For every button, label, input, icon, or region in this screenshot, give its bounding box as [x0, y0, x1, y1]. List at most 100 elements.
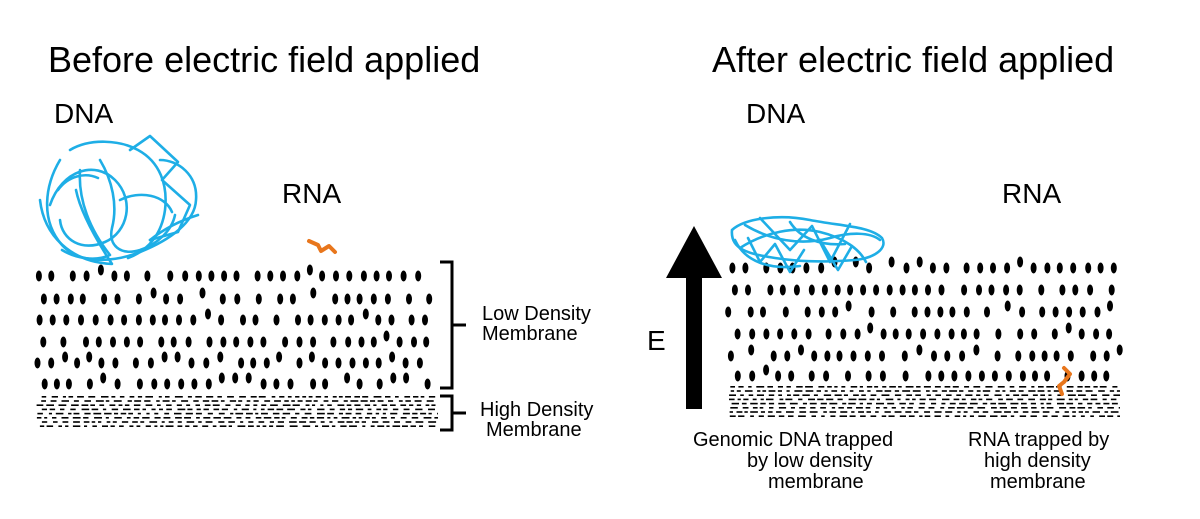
- membrane-fiber: [134, 408, 140, 411]
- membrane-fiber: [362, 425, 366, 427]
- membrane-pore: [994, 350, 1001, 362]
- membrane-fiber: [267, 408, 275, 411]
- membrane-pore: [232, 372, 239, 384]
- membrane-fiber: [752, 398, 757, 401]
- membrane-fiber: [60, 408, 65, 411]
- membrane-pore: [206, 336, 213, 348]
- membrane-fiber: [386, 425, 390, 427]
- membrane-fiber: [997, 386, 1005, 388]
- membrane-fiber: [942, 398, 950, 401]
- membrane-fiber: [928, 407, 935, 409]
- membrane-fiber: [813, 394, 818, 396]
- membrane-fiber: [299, 421, 307, 423]
- membrane-fiber: [405, 421, 412, 423]
- membrane-pore: [1065, 322, 1072, 334]
- membrane-fiber: [361, 421, 366, 423]
- membrane-fiber: [187, 396, 192, 398]
- membrane-fiber: [1000, 415, 1007, 417]
- membrane-fiber: [786, 390, 790, 392]
- membrane-fiber: [428, 425, 436, 427]
- membrane-fiber: [823, 394, 832, 396]
- membrane-fiber: [329, 421, 333, 423]
- membrane-fiber: [193, 400, 199, 402]
- membrane-pore: [903, 262, 910, 274]
- membrane-pore: [123, 270, 130, 282]
- membrane-fiber: [305, 400, 312, 402]
- membrane-fiber: [71, 404, 79, 406]
- membrane-fiber: [373, 404, 377, 406]
- membrane-fiber: [1118, 407, 1120, 409]
- membrane-pore: [423, 336, 430, 348]
- membrane-fiber: [217, 396, 222, 398]
- membrane-fiber: [337, 421, 345, 423]
- membrane-fiber: [245, 417, 251, 419]
- membrane-pore: [995, 328, 1002, 340]
- membrane-fiber: [1064, 411, 1069, 413]
- membrane-fiber: [154, 417, 161, 419]
- membrane-fiber: [420, 396, 425, 398]
- membrane-fiber: [352, 417, 357, 419]
- membrane-pore: [178, 378, 185, 390]
- membrane-fiber: [295, 396, 300, 398]
- membrane-pore: [1108, 284, 1115, 296]
- membrane-pore: [1004, 300, 1011, 312]
- membrane-pore: [779, 284, 786, 296]
- membrane-fiber: [366, 412, 373, 415]
- membrane-pore: [1066, 306, 1073, 318]
- membrane-fiber: [856, 407, 863, 409]
- membrane-fiber: [339, 408, 346, 411]
- membrane-fiber: [881, 394, 890, 396]
- membrane-fiber: [1076, 390, 1083, 392]
- membrane-fiber: [1017, 398, 1024, 401]
- membrane-pore: [346, 270, 353, 282]
- membrane-fiber: [954, 415, 961, 417]
- membrane-fiber: [1090, 415, 1094, 417]
- membrane-fiber: [250, 396, 257, 398]
- membrane-fiber: [1055, 411, 1060, 413]
- membrane-fiber: [778, 402, 786, 405]
- membrane-fiber: [946, 394, 952, 396]
- membrane-fiber: [405, 400, 411, 402]
- membrane-fiber: [1110, 411, 1119, 413]
- membrane-fiber: [236, 417, 242, 419]
- membrane-pore: [163, 293, 170, 305]
- membrane-pore: [973, 344, 980, 356]
- membrane-pore: [824, 350, 831, 362]
- membrane-pore: [34, 357, 41, 369]
- membrane-fiber: [112, 421, 117, 423]
- rna-caption-line3: membrane: [990, 471, 1086, 493]
- dna-caption-line2: by low density: [747, 450, 873, 472]
- membrane-fiber: [382, 421, 390, 423]
- membrane-fiber: [350, 400, 359, 402]
- membrane-pore: [729, 262, 736, 274]
- membrane-fiber: [315, 396, 322, 398]
- membrane-fiber: [282, 412, 291, 415]
- membrane-fiber: [915, 394, 921, 396]
- membrane-pore: [373, 270, 380, 282]
- membrane-pore: [775, 370, 782, 382]
- membrane-pore: [78, 314, 84, 326]
- membrane-fiber: [411, 417, 419, 419]
- membrane-fiber: [1032, 394, 1038, 396]
- membrane-fiber: [338, 396, 343, 398]
- membrane-fiber: [258, 421, 265, 423]
- membrane-pore: [805, 328, 812, 340]
- membrane-pore: [1030, 262, 1037, 274]
- membrane-pore: [934, 328, 941, 340]
- right-low-density-membrane: [725, 256, 1123, 382]
- membrane-pore: [991, 370, 998, 382]
- membrane-fiber: [390, 417, 395, 419]
- membrane-fiber: [62, 396, 66, 398]
- membrane-fiber: [882, 386, 887, 388]
- membrane-fiber: [133, 417, 140, 419]
- membrane-fiber: [912, 398, 916, 401]
- membrane-fiber: [982, 411, 989, 413]
- membrane-pore: [1053, 350, 1060, 362]
- membrane-pore: [1085, 262, 1092, 274]
- membrane-fiber: [1040, 394, 1045, 396]
- membrane-pore: [386, 270, 392, 282]
- membrane-pore: [208, 270, 215, 282]
- membrane-fiber: [370, 425, 375, 427]
- membrane-fiber: [847, 407, 853, 409]
- membrane-fiber: [390, 404, 396, 406]
